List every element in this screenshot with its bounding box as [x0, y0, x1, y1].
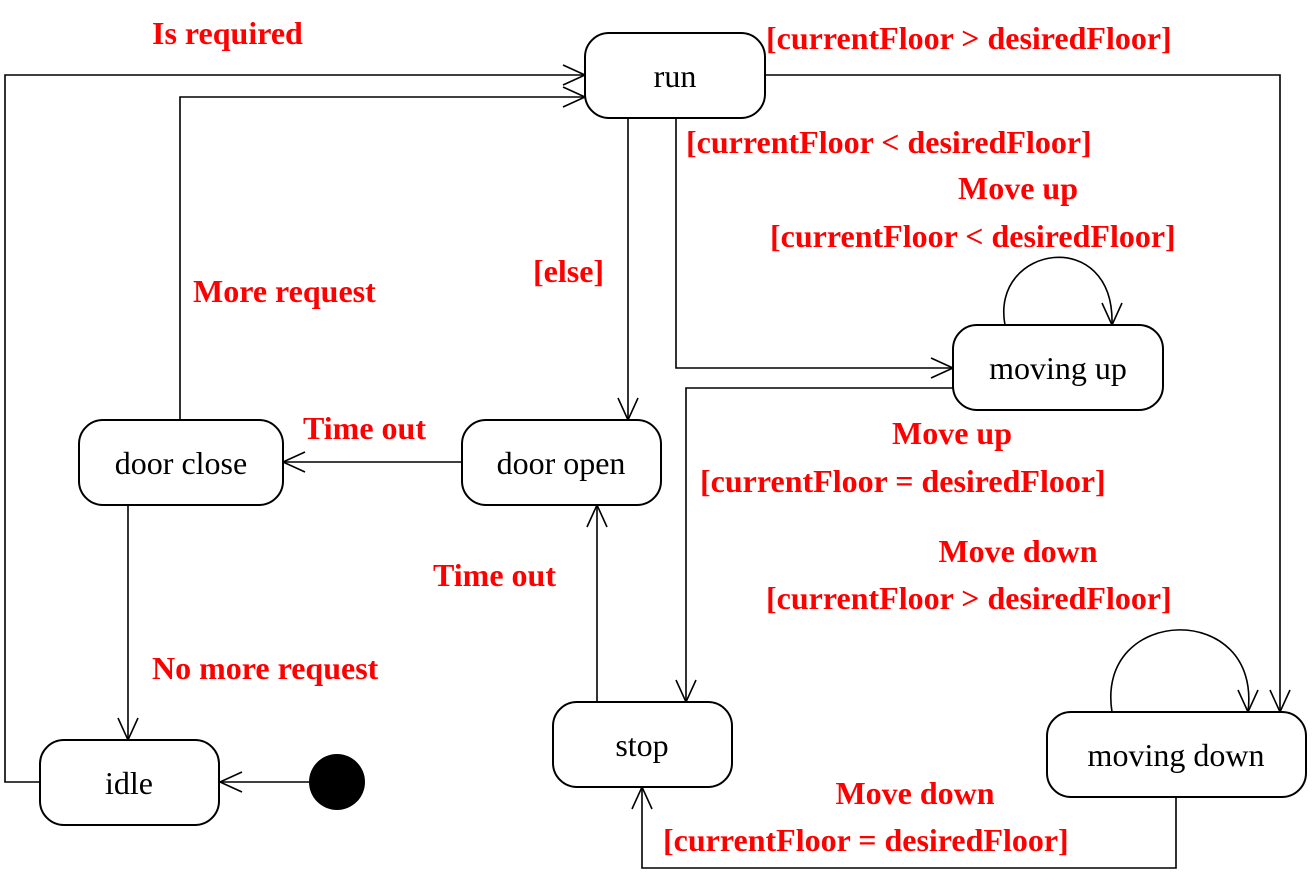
- edge-door-close-to-idle: [117, 505, 139, 742]
- edge-moving-up-self-loop: [1002, 256, 1123, 327]
- label-moving-up-self-guard: [currentFloor < desiredFloor]: [770, 218, 1176, 254]
- state-stop: stop: [552, 701, 733, 788]
- state-run: run: [584, 32, 766, 119]
- label-time-out-stop: Time out: [433, 557, 556, 593]
- state-door-open-label: door open: [497, 445, 626, 481]
- label-moving-up-to-stop-guard: [currentFloor = desiredFloor]: [700, 463, 1106, 499]
- state-idle: idle: [39, 739, 220, 826]
- state-moving-up: moving up: [952, 324, 1164, 411]
- state-door-close-label: door close: [115, 445, 247, 481]
- label-is-required: Is required: [152, 15, 303, 51]
- edge-stop-to-door-open: [586, 503, 608, 702]
- state-moving-down: moving down: [1046, 711, 1307, 798]
- state-stop-label: stop: [615, 727, 668, 763]
- state-door-open: door open: [461, 419, 662, 506]
- label-moving-down-self-guard: [currentFloor > desiredFloor]: [766, 580, 1172, 616]
- edge-run-to-door-open: [617, 118, 639, 422]
- state-moving-down-label: moving down: [1088, 737, 1265, 773]
- label-run-to-moving-down-guard: [currentFloor > desiredFloor]: [766, 20, 1172, 56]
- state-idle-label: idle: [105, 765, 153, 801]
- state-run-label: run: [654, 58, 697, 94]
- label-else-guard: [else]: [533, 253, 604, 289]
- edge-moving-down-self-loop: [1109, 629, 1259, 714]
- label-no-more-request: No more request: [152, 650, 379, 686]
- initial-state-node: [309, 754, 365, 810]
- edge-door-close-to-run: [179, 86, 587, 420]
- label-moving-up-self-event: Move up: [958, 170, 1078, 206]
- label-moving-down-self-event: Move down: [938, 533, 1097, 569]
- label-moving-down-to-stop-guard: [currentFloor = desiredFloor]: [663, 822, 1069, 858]
- state-moving-up-label: moving up: [989, 350, 1127, 386]
- label-run-to-moving-up-guard: [currentFloor < desiredFloor]: [686, 124, 1092, 160]
- edge-door-open-to-door-close: [281, 451, 462, 473]
- label-moving-down-to-stop-event: Move down: [835, 775, 994, 811]
- state-door-close: door close: [78, 419, 284, 506]
- edge-initial-to-idle: [218, 771, 310, 793]
- label-time-out-door: Time out: [303, 410, 426, 446]
- label-moving-up-to-stop-event: Move up: [892, 415, 1012, 451]
- label-more-request: More request: [193, 273, 376, 309]
